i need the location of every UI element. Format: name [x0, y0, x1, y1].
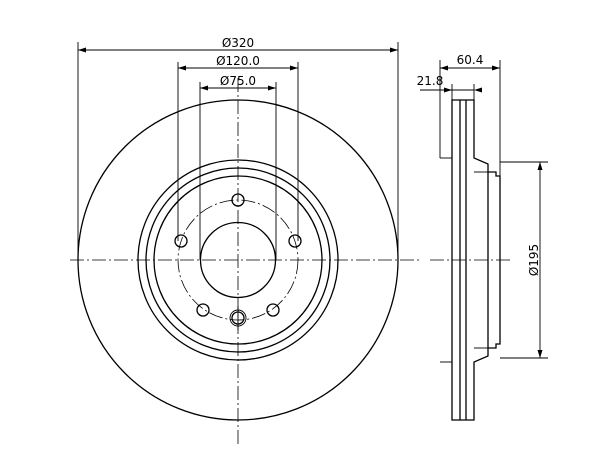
pcd-label: Ø120.0 [216, 54, 260, 68]
arrowhead [178, 65, 186, 71]
center-bore-dimension: Ø75.0 [199, 74, 277, 260]
outer-diameter-label: Ø320 [222, 36, 254, 50]
arrowhead [200, 85, 208, 91]
outer-diameter-dimension: Ø320 [77, 36, 399, 260]
disc-thickness-dimension: 21.8 [417, 74, 482, 100]
total-height-label: 60.4 [457, 53, 484, 67]
center-bore-circle [199, 221, 277, 299]
hat-diameter-label: Ø195 [527, 244, 541, 276]
arrowhead [537, 162, 543, 170]
arrowhead [440, 65, 448, 71]
disc-thickness-label: 21.8 [417, 74, 444, 88]
arrowhead [78, 47, 86, 53]
center-bore-label: Ø75.0 [220, 74, 256, 88]
arrowhead [390, 47, 398, 53]
disc-outer-profile [451, 99, 501, 421]
bolt-hole [196, 303, 210, 317]
hat-diameter-dimension: Ø195 [500, 161, 548, 359]
bolt-hole [174, 234, 188, 248]
side-view: 60.4 21.8 Ø195 [417, 53, 548, 421]
arrowhead [290, 65, 298, 71]
arrowhead [492, 65, 500, 71]
arrowhead [537, 350, 543, 358]
hat-inner-circle [153, 175, 323, 345]
arrowhead [474, 87, 482, 93]
bolt-hole [266, 303, 280, 317]
pcd-dimension: Ø120.0 [177, 54, 299, 241]
arrowhead [268, 85, 276, 91]
arrowhead [444, 87, 452, 93]
hat-outer-circle [137, 159, 339, 361]
bolt-hole [231, 193, 245, 207]
total-height-dimension: 60.4 [439, 53, 501, 176]
front-view: Ø320 Ø120.0 Ø75.0 [70, 36, 420, 446]
hat-step-circle [145, 167, 331, 353]
bolt-hole [288, 234, 302, 248]
